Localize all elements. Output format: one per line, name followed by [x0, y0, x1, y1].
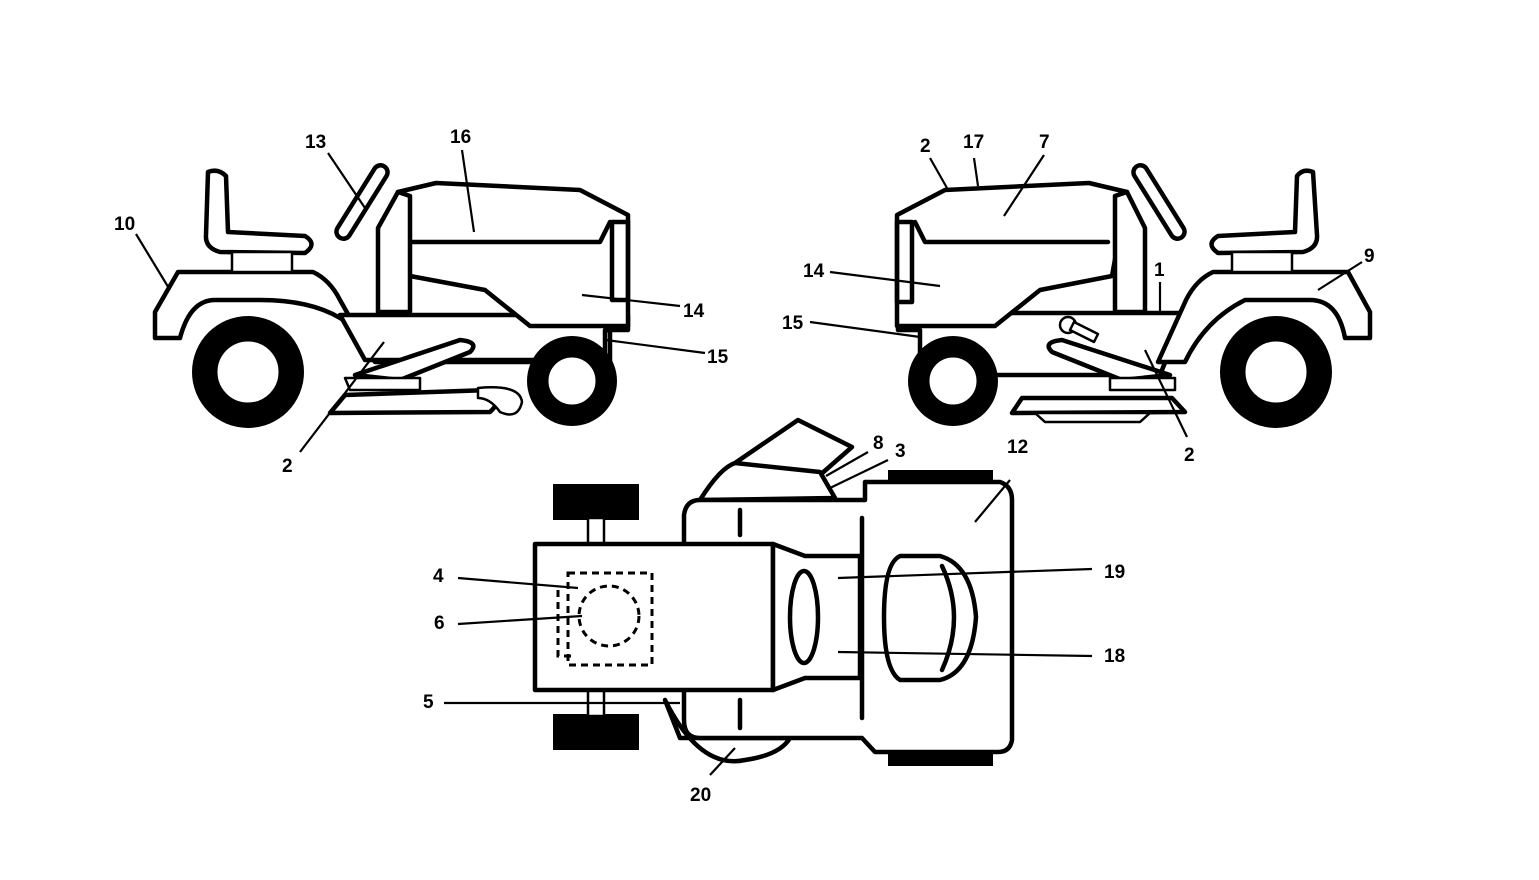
deck-lower — [1033, 411, 1152, 424]
front-wheel-top — [553, 484, 639, 520]
leader-line — [460, 149, 476, 233]
callout-12: 12 — [1007, 437, 1028, 458]
leader-line — [299, 341, 385, 453]
leader-line — [809, 320, 921, 339]
leader-line — [837, 650, 1093, 658]
steering-wheel — [1131, 163, 1187, 241]
engine-circle — [577, 584, 641, 648]
rear-wheel-bottom — [888, 752, 993, 766]
lift-lever — [1068, 320, 1100, 344]
callout-15: 15 — [707, 347, 729, 368]
leader-line — [327, 152, 366, 209]
front-wheel-hub — [545, 354, 599, 408]
steering-column — [375, 189, 413, 315]
callout-2: 2 — [1184, 445, 1195, 466]
footrest — [1108, 376, 1177, 392]
seat — [203, 168, 314, 256]
callout-1: 1 — [1154, 260, 1165, 281]
hood — [894, 180, 1130, 329]
seat-back — [939, 563, 957, 673]
pedal — [1046, 337, 1173, 383]
seat-top — [881, 553, 979, 683]
callouts-left: 10 13 16 14 15 2 — [114, 127, 729, 477]
steering-wheel-top — [787, 568, 821, 666]
hood-front-grille — [894, 219, 915, 305]
callouts-right: 2 17 7 14 1 9 15 2 — [782, 132, 1375, 466]
callout-4: 4 — [433, 566, 444, 587]
callout-3: 3 — [895, 441, 906, 462]
leader-line — [1003, 154, 1045, 217]
rear-wheel-hub — [214, 338, 282, 406]
callout-2: 2 — [282, 456, 293, 477]
tractor-top-view — [532, 417, 1015, 766]
seat-post — [1230, 250, 1294, 274]
leader-line — [135, 233, 171, 291]
pedal — [352, 337, 476, 383]
callout-2: 2 — [920, 136, 931, 157]
axle-top — [586, 516, 606, 546]
leader-line — [972, 157, 980, 187]
hood — [395, 180, 631, 329]
callout-7: 7 — [1039, 132, 1050, 153]
callout-10: 10 — [114, 214, 135, 235]
leader-line — [581, 293, 681, 308]
hood-line — [912, 219, 1111, 245]
callout-9: 9 — [1364, 246, 1375, 267]
leader-line — [829, 459, 889, 489]
tractor-side-view-left — [152, 163, 631, 428]
leaders-right — [809, 154, 1363, 438]
hood-line — [407, 219, 613, 245]
steering-column — [1112, 189, 1148, 315]
callout-20: 20 — [690, 785, 711, 806]
engine-outline-inner — [556, 590, 572, 658]
seat — [1209, 168, 1320, 256]
callout-14: 14 — [803, 261, 825, 282]
mower-deck — [327, 387, 500, 416]
discharge-chute — [476, 386, 524, 416]
leader-line — [709, 747, 736, 776]
leader-line — [457, 614, 583, 626]
callout-16: 16 — [450, 127, 471, 148]
leader-line — [605, 338, 706, 355]
leader-line — [837, 567, 1093, 580]
callout-14: 14 — [683, 301, 705, 322]
engine-outline — [566, 571, 654, 667]
callout-5: 5 — [423, 692, 434, 713]
tractor-side-view-right — [894, 163, 1373, 428]
callout-18: 18 — [1104, 646, 1125, 667]
callout-19: 19 — [1104, 562, 1125, 583]
leader-line — [974, 479, 1011, 523]
leader-line — [829, 270, 941, 288]
leaders-top — [444, 451, 1093, 776]
front-wheel-bottom — [553, 714, 639, 750]
leaders-left — [135, 149, 706, 453]
leader-line — [457, 576, 579, 590]
rear-wheel-hub — [1242, 338, 1310, 406]
callout-15: 15 — [782, 313, 804, 334]
rear-fender — [1155, 269, 1373, 365]
leader-line — [825, 451, 869, 477]
seat-post — [230, 250, 294, 274]
callout-6: 6 — [434, 613, 445, 634]
footrest — [343, 376, 422, 392]
mower-deck — [1009, 395, 1188, 416]
callout-17: 17 — [963, 132, 984, 153]
callout-8: 8 — [873, 433, 884, 454]
front-wheel-hub — [926, 354, 980, 408]
mower-deck — [697, 460, 838, 503]
leader-line — [1317, 261, 1363, 291]
leader-line — [1144, 349, 1188, 438]
callout-13: 13 — [305, 132, 326, 153]
leader-line — [929, 157, 948, 189]
callouts-top: 8 3 12 4 6 19 18 5 20 — [423, 433, 1125, 806]
